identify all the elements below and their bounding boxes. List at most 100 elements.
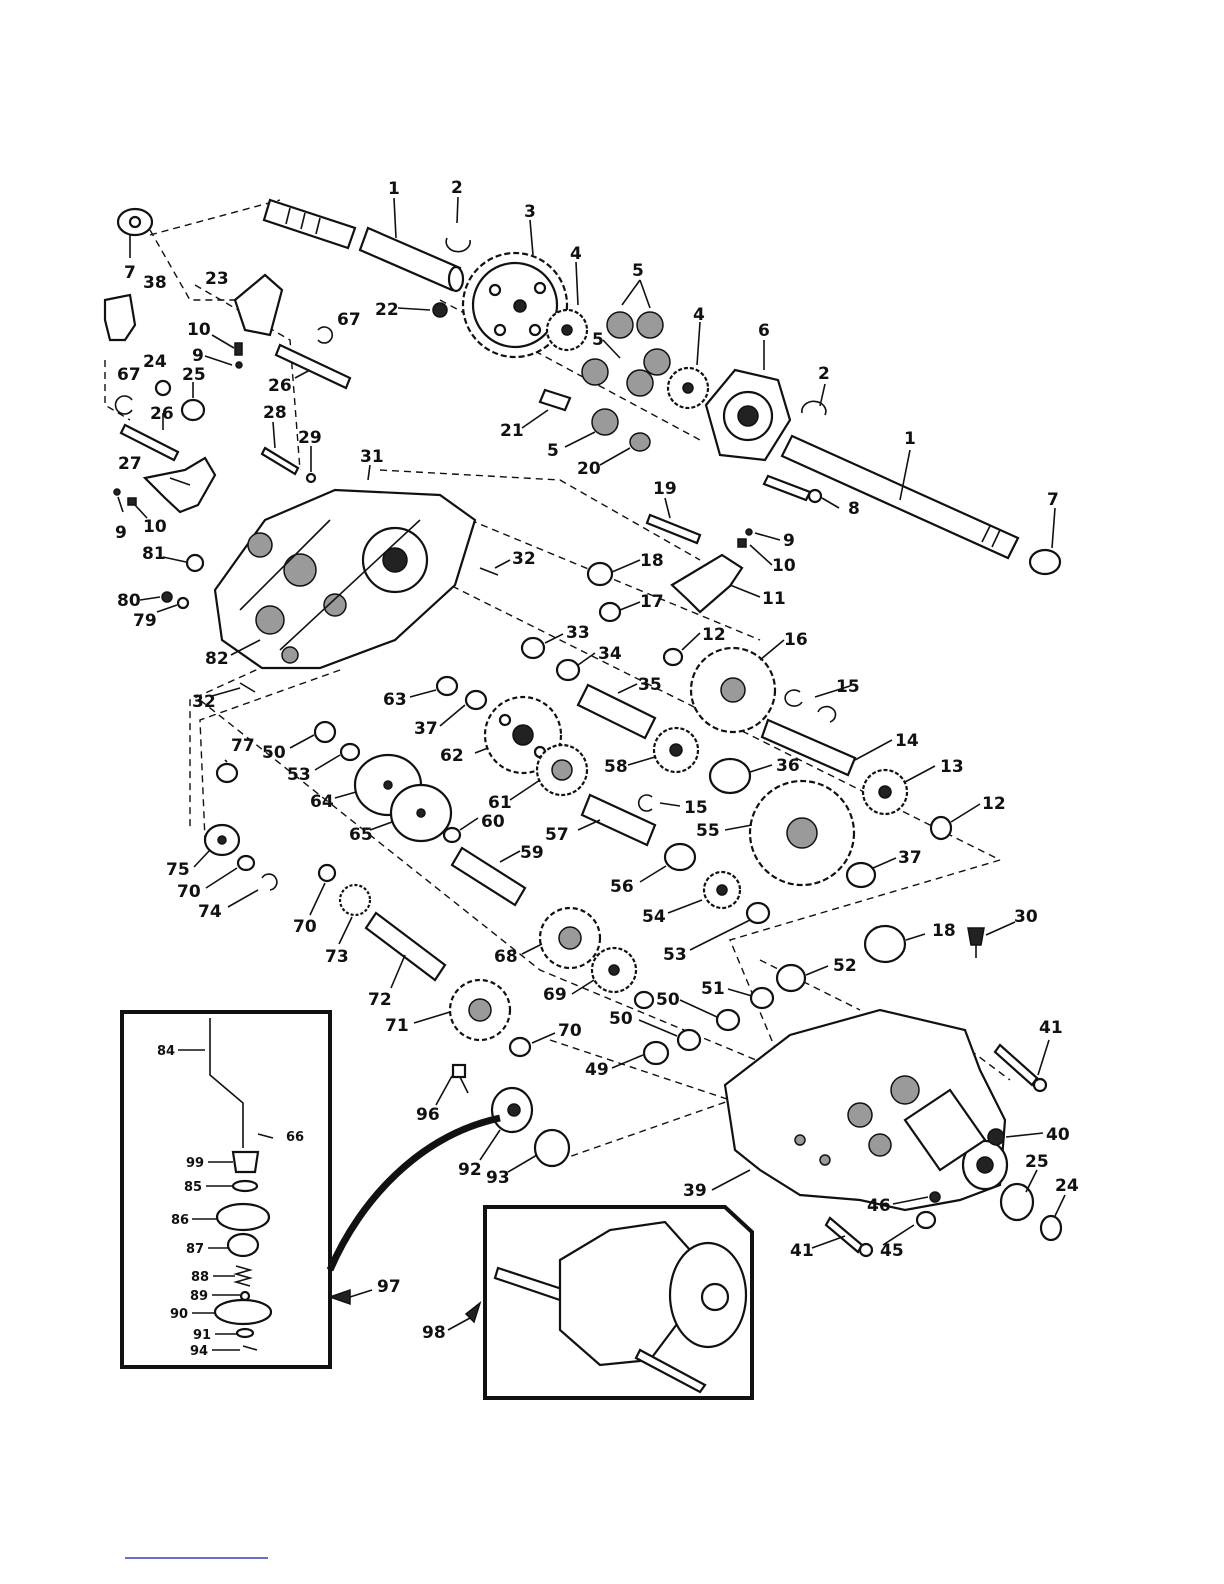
part-10-spring-b — [127, 497, 137, 506]
callout-79: 79 — [133, 611, 157, 631]
part-35-shaft — [576, 683, 657, 740]
callout-85: 85 — [184, 1180, 202, 1195]
callout-26: 26 — [268, 376, 292, 396]
leader-lines — [117, 196, 1066, 1351]
callout-68: 68 — [494, 947, 518, 967]
callout-37-b: 37 — [898, 848, 922, 868]
callout-71: 71 — [385, 1016, 409, 1036]
part-55-large-gear — [748, 779, 856, 887]
part-9-ball-b — [113, 488, 121, 496]
callout-99: 99 — [186, 1156, 204, 1171]
callout-55: 55 — [696, 821, 720, 841]
part-75-disc — [203, 823, 241, 857]
part-41-bolt-b — [824, 1216, 874, 1258]
callout-67-b: 67 — [117, 365, 141, 385]
inset-callout-labels: 84 66 99 85 86 87 88 89 90 91 94 — [157, 1044, 304, 1359]
callout-10: 10 — [187, 320, 211, 340]
part-7-collar-top — [116, 207, 154, 237]
callout-53-b: 53 — [663, 945, 687, 965]
part-31-case-half — [213, 488, 477, 670]
part-23-shift-fork — [233, 273, 284, 337]
part-71-gear — [448, 978, 512, 1042]
callout-98: 98 — [422, 1323, 446, 1343]
part-15-clip-a — [784, 689, 837, 723]
callout-2-b: 2 — [818, 364, 830, 384]
callout-82: 82 — [205, 649, 229, 669]
part-27-shift-fork — [142, 456, 217, 514]
inset-assembled-transmission — [483, 1205, 754, 1400]
part-12-washer-b — [929, 815, 953, 841]
callout-87: 87 — [186, 1242, 204, 1257]
callout-51: 51 — [701, 979, 725, 999]
callout-33: 33 — [566, 623, 590, 643]
part-41-bolt-a — [993, 1043, 1048, 1093]
callout-7: 7 — [124, 263, 136, 283]
part-67-clip-b — [114, 395, 133, 415]
part-12-washer-a — [662, 647, 684, 667]
callout-70-b: 70 — [293, 917, 317, 937]
part-50-bushing-a — [313, 720, 337, 744]
callout-50-b: 50 — [656, 990, 680, 1010]
part-7-collar-right — [1028, 548, 1062, 576]
callout-65: 65 — [349, 825, 373, 845]
part-73-gear — [338, 883, 372, 917]
callout-88: 88 — [191, 1270, 209, 1285]
part-24-washer-b — [1039, 1214, 1063, 1242]
part-17-bushing — [598, 601, 622, 623]
callout-21: 21 — [500, 421, 524, 441]
callout-9-c: 9 — [783, 531, 795, 551]
callout-40: 40 — [1046, 1125, 1070, 1145]
part-62-gear — [483, 695, 563, 775]
part-80-plug — [161, 591, 173, 603]
callout-53: 53 — [287, 765, 311, 785]
inset-clutch-control — [120, 1010, 332, 1369]
callout-32: 32 — [512, 549, 536, 569]
part-77-bushing — [215, 762, 239, 784]
callout-5: 5 — [632, 261, 644, 281]
part-51-bushing — [749, 986, 775, 1010]
callout-81: 81 — [142, 544, 166, 564]
callout-20: 20 — [577, 459, 601, 479]
callout-17: 17 — [640, 592, 664, 612]
part-32-pin-b — [239, 682, 256, 693]
callout-75: 75 — [166, 860, 190, 880]
callout-26-b: 26 — [150, 404, 174, 424]
part-15-clip-b — [637, 794, 653, 812]
callout-28: 28 — [263, 403, 287, 423]
callout-11: 11 — [762, 589, 786, 609]
part-61-gear — [535, 743, 589, 797]
callout-54: 54 — [642, 907, 666, 927]
part-splined-shaft-top — [262, 198, 357, 250]
callout-96: 96 — [416, 1105, 440, 1125]
callout-6: 6 — [758, 321, 770, 341]
part-26-shift-rod-a — [274, 343, 352, 390]
callout-70: 70 — [177, 882, 201, 902]
callout-62: 62 — [440, 746, 464, 766]
part-20-bushing — [629, 432, 651, 452]
callout-84: 84 — [157, 1044, 175, 1059]
callout-93: 93 — [486, 1168, 510, 1188]
part-5-pinion-gears — [581, 311, 671, 436]
part-50-bushing-b — [715, 1008, 741, 1032]
callout-72: 72 — [368, 990, 392, 1010]
part-56-bushing — [663, 842, 697, 872]
control-cable — [326, 1114, 501, 1272]
callout-69: 69 — [543, 985, 567, 1005]
callout-80: 80 — [117, 591, 141, 611]
callout-49: 49 — [585, 1060, 609, 1080]
callout-36: 36 — [776, 756, 800, 776]
callout-91: 91 — [193, 1328, 211, 1343]
part-45-washer — [915, 1210, 937, 1230]
callout-35: 35 — [638, 675, 662, 695]
part-3-large-gear — [461, 251, 569, 359]
part-16-gear — [689, 646, 777, 734]
part-25-bushing-b — [999, 1182, 1035, 1222]
callout-39: 39 — [683, 1181, 707, 1201]
callout-92: 92 — [458, 1160, 482, 1180]
callout-37: 37 — [414, 719, 438, 739]
part-32-pin-a — [479, 567, 499, 576]
callout-29: 29 — [298, 428, 322, 448]
part-52-bushing — [775, 963, 807, 993]
part-25-bushing-a — [180, 398, 206, 422]
